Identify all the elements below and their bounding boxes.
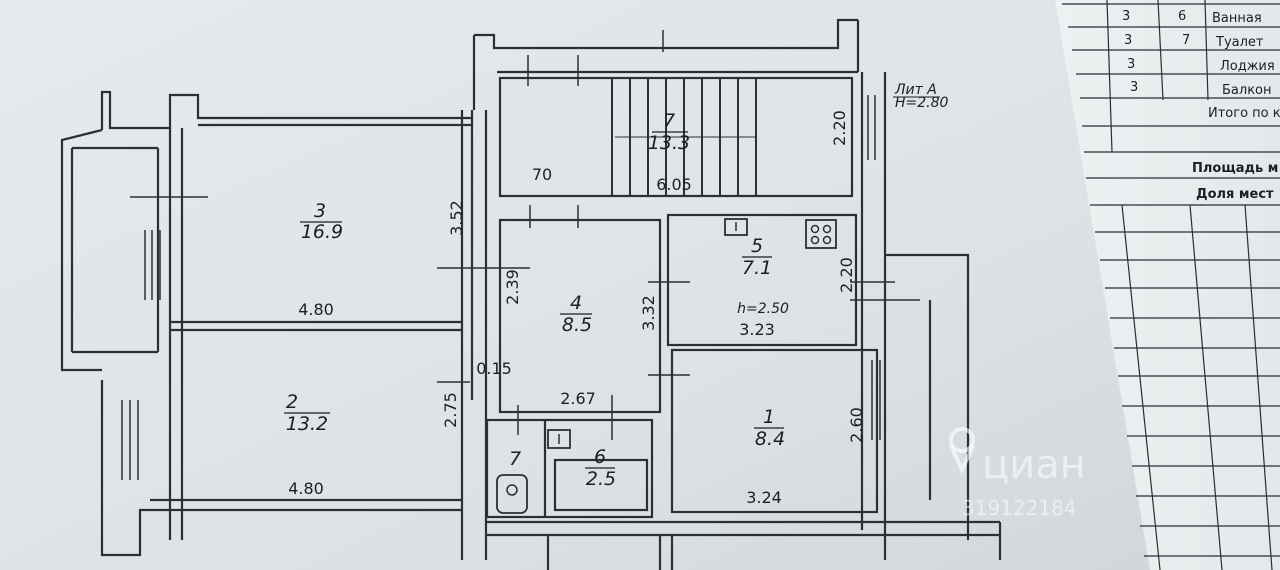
dim-room4-side: 3.32 [639,295,658,331]
room2-number: 2 [286,391,298,413]
table-share-header: Доля мест [1196,187,1274,202]
room4-area: 8.5 [562,314,592,336]
location-pin-icon [949,427,975,475]
dim-room3-width: 4.80 [298,300,334,319]
table-row2-floor: 3 [1124,33,1132,48]
room3-area: 16.9 [301,221,343,243]
dim-room1-depth: 2.60 [847,407,866,443]
room1-area: 8.4 [755,428,785,450]
table-row4-name: Балкон [1222,83,1272,98]
sheet-height: H=2.80 [895,95,949,111]
sheet-label: Лит А H=2.80 [893,82,949,111]
room5-number: 5 [751,235,763,257]
watermark-id: 319122184 [962,496,1077,520]
table-row1-num: 6 [1178,9,1186,24]
dim-stair-offset: 70 [532,165,552,184]
room6-area: 2.5 [586,468,616,490]
table-row1-name: Ванная [1212,11,1262,26]
watermark-brand: циан [982,442,1086,488]
dim-room4-depth: 2.39 [503,269,522,305]
dim-room3-depth: 3.52 [447,200,466,236]
table-row3-floor: 3 [1127,57,1135,72]
table-row2-num: 7 [1182,33,1190,48]
room3-number: 3 [314,200,326,222]
dim-room2-depth: 2.75 [441,392,460,428]
table-row1-floor: 3 [1122,9,1130,24]
table-row3-name: Лоджия [1220,59,1275,74]
watermark: циан 319122184 [949,427,1086,520]
window-markers [121,30,920,480]
dim-room1-width: 3.24 [746,488,782,507]
room2-area: 13.2 [286,413,328,435]
table-total: Итого по кв [1208,106,1280,121]
room-labels: 3 16.9 2 13.2 4 8.5 5 7.1 1 8.4 6 2.5 7 … [284,110,785,490]
stove-icon [805,219,837,249]
stair-treads [611,78,757,196]
table-area-header: Площадь м [1192,161,1278,176]
room5-area: 7.1 [742,257,772,279]
toilet-number: 7 [509,448,521,470]
toilet-icon [496,474,528,514]
dim-wall-gap: 0.15 [476,359,512,378]
dim-room5-depth: 2.20 [837,257,856,293]
room-table-sheet [1055,0,1280,570]
room5-height: h=2.50 [737,301,789,317]
room-table-text: 3 6 Ванная 3 7 Туалет 3 Лоджия 3 Балкон … [1122,9,1280,202]
sheet-lit: Лит А [894,82,937,98]
dim-room4-width: 2.67 [560,389,596,408]
table-row4-floor: 3 [1130,80,1138,95]
table-row2-name: Туалет [1215,35,1264,50]
room1-number: 1 [763,406,775,428]
dim-stair-width: 6.05 [656,175,692,194]
stairwell-area: 13.3 [648,132,690,154]
room6-number: 6 [594,446,606,468]
dim-stair-depth: 2.20 [830,110,849,146]
stairwell-number: 7 [663,110,675,132]
dim-room2-width: 4.80 [288,479,324,498]
sink-icon [547,218,748,449]
dim-room5-width: 3.23 [739,320,775,339]
room4-number: 4 [570,292,582,314]
dimension-labels: 4.80 4.80 3.52 2.75 2.39 3.32 2.67 0.15 … [288,110,866,507]
